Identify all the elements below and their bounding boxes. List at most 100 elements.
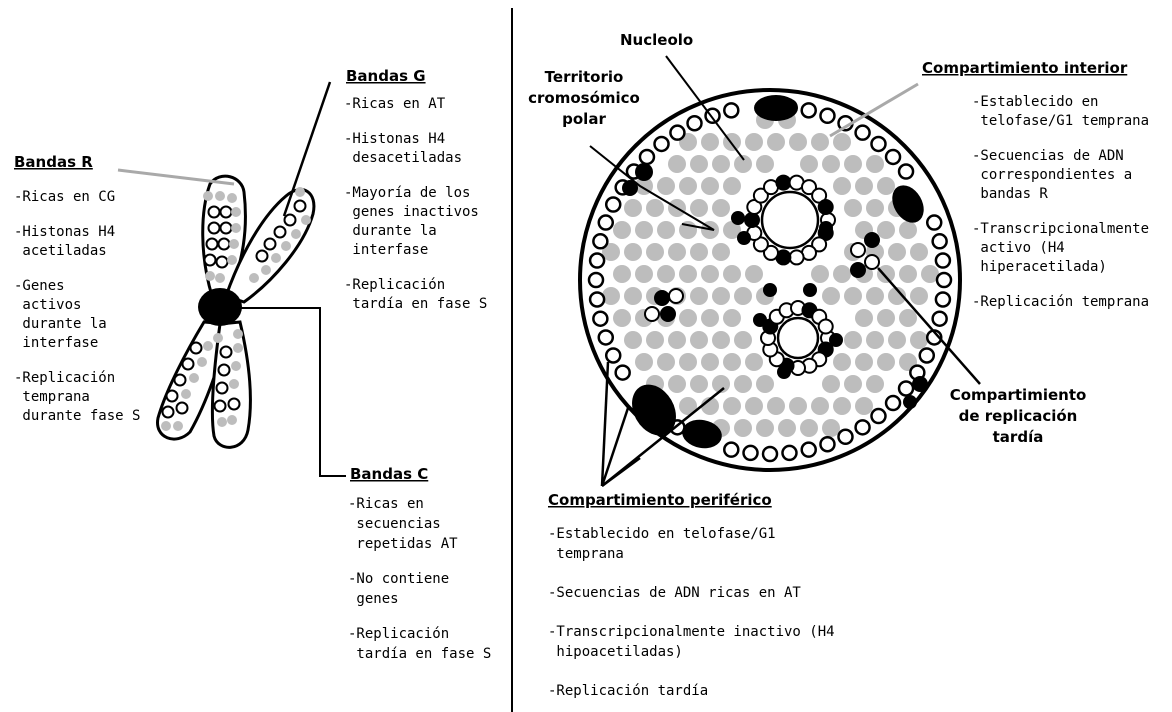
bandas-c-title: Bandas C [350, 465, 428, 483]
nucleus-gray-dot [822, 419, 840, 437]
peripheral-item-0-line-1: temprana [548, 546, 624, 562]
chromosome-gray-dot [181, 389, 191, 399]
bandas-r-item-3-line-2: durante fase S [14, 408, 140, 424]
peripheral-open-circle [599, 330, 613, 344]
nucleus-gray-dot [789, 133, 807, 151]
nucleus-gray-dot [635, 353, 653, 371]
nucleus-gray-dot [690, 375, 708, 393]
nucleus-gray-dot [866, 199, 884, 217]
late-replication-dot [737, 231, 751, 245]
chromosome-gray-dot [203, 341, 213, 351]
nucleus-gray-dot [844, 331, 862, 349]
late-replication-dot [731, 211, 745, 225]
peripheral-open-circle [856, 126, 870, 140]
nucleus-gray-dot [679, 309, 697, 327]
chromosome-open-dot [209, 223, 220, 234]
nucleus-gray-dot [833, 353, 851, 371]
late-replication-label: Compartimientode replicacióntardía [950, 386, 1087, 446]
chromosome-gray-dot [295, 187, 305, 197]
interior-title: Compartimiento interior [922, 59, 1128, 77]
nucleus-gray-dot [778, 419, 796, 437]
late-replication-dot [753, 313, 767, 327]
nucleus-gray-dot [679, 265, 697, 283]
nucleus-gray-dot [657, 221, 675, 239]
chromosome-open-dot [207, 239, 218, 250]
nucleus-gray-dot [822, 287, 840, 305]
interior-item-2-line-1: activo (H4 [972, 240, 1065, 256]
tardia-line-0: Compartimiento [950, 386, 1087, 404]
nucleus-gray-dot [745, 265, 763, 283]
nucleus-gray-dot [701, 353, 719, 371]
nucleus-gray-dot [723, 265, 741, 283]
late-replication-dot [803, 283, 817, 297]
nucleus-gray-dot [734, 287, 752, 305]
nucleus-gray-dot [679, 177, 697, 195]
late-replication-dot [829, 333, 843, 347]
chromosome-gray-dot [173, 421, 183, 431]
nucleus-gray-dot [679, 353, 697, 371]
nucleus-gray-dot [734, 375, 752, 393]
nucleus-gray-dot [855, 177, 873, 195]
chromosome-gray-dot [231, 361, 241, 371]
nucleus-gray-dot [701, 133, 719, 151]
bandas-c-pointer [240, 308, 346, 476]
peripheral-open-circle [886, 150, 900, 164]
chromosome-gray-dot [301, 215, 311, 225]
peripheral-open-circle [936, 254, 950, 268]
peripheral-open-circle [820, 109, 834, 123]
peripheral-open-circle [936, 292, 950, 306]
interior-list: -Establecido en telofase/G1 temprana-Sec… [972, 94, 1149, 310]
bandas-g-item-3-line-1: tardía en fase S [344, 296, 487, 312]
interior-item-1-line-2: bandas R [972, 186, 1048, 202]
nucleus-gray-dot [635, 265, 653, 283]
nucleus-gray-dot [811, 133, 829, 151]
chromosome-open-dot [229, 399, 240, 410]
nucleus-gray-dot [624, 331, 642, 349]
nucleus-gray-dot [844, 375, 862, 393]
peripheral-open-circle [856, 420, 870, 434]
peripheral-list: -Establecido en telofase/G1 temprana-Sec… [548, 526, 835, 699]
interior-item-1-line-1: correspondientes a [972, 167, 1132, 183]
bandas-g-list: -Ricas en AT-Histonas H4 desacetiladas-M… [344, 96, 487, 312]
late-replication-dot [851, 263, 865, 277]
bandas-g-item-1-line-1: desacetiladas [344, 150, 462, 166]
nucleus-gray-dot [877, 177, 895, 195]
nucleus-gray-dot [866, 155, 884, 173]
bandas-r-item-0-line-0: -Ricas en CG [14, 189, 115, 205]
nucleus-gray-dot [613, 221, 631, 239]
chromosome-open-dot [215, 401, 226, 412]
nucleolus [762, 192, 818, 248]
bandas-g-item-0-line-0: -Ricas en AT [344, 96, 446, 112]
peripheral-open-circle [899, 381, 913, 395]
peripheral-open-circle [763, 447, 777, 461]
nucleus-gray-dot [789, 397, 807, 415]
bandas-r-item-2-line-3: interfase [14, 335, 98, 351]
bandas-r-item-3-line-0: -Replicación [14, 370, 115, 386]
interior-item-0-line-1: telofase/G1 temprana [972, 113, 1149, 129]
nucleus-gray-dot [712, 243, 730, 261]
nucleolo-label: Nucleolo [620, 31, 693, 49]
nucleus-gray-dot [877, 309, 895, 327]
chromosome-open-dot [217, 257, 228, 268]
nucleus-gray-dot [745, 353, 763, 371]
peripheral-open-circle [820, 437, 834, 451]
chromosome-open-dot [219, 365, 230, 376]
nucleus-gray-dot [756, 419, 774, 437]
nucleus-gray-dot [646, 243, 664, 261]
territorio-label: Territoriocromosómicopolar [528, 68, 640, 128]
nucleus-gray-dot [833, 265, 851, 283]
chromosome-open-dot [191, 343, 202, 354]
late-replication-dot [669, 289, 683, 303]
peripheral-open-circle [589, 273, 603, 287]
chromosome-open-dot [205, 255, 216, 266]
nucleus-gray-dot [613, 309, 631, 327]
chromosome-gray-dot [249, 273, 259, 283]
heterochromatin-dot [903, 395, 917, 409]
peripheral-title: Compartimiento periférico [548, 491, 772, 509]
late-replication-dot [819, 221, 833, 235]
tardia-line-2: tardía [993, 428, 1044, 446]
chromosome-gray-dot [231, 223, 241, 233]
nucleus-gray-dot [668, 375, 686, 393]
bandas-r-item-2-line-2: durante la [14, 316, 107, 332]
